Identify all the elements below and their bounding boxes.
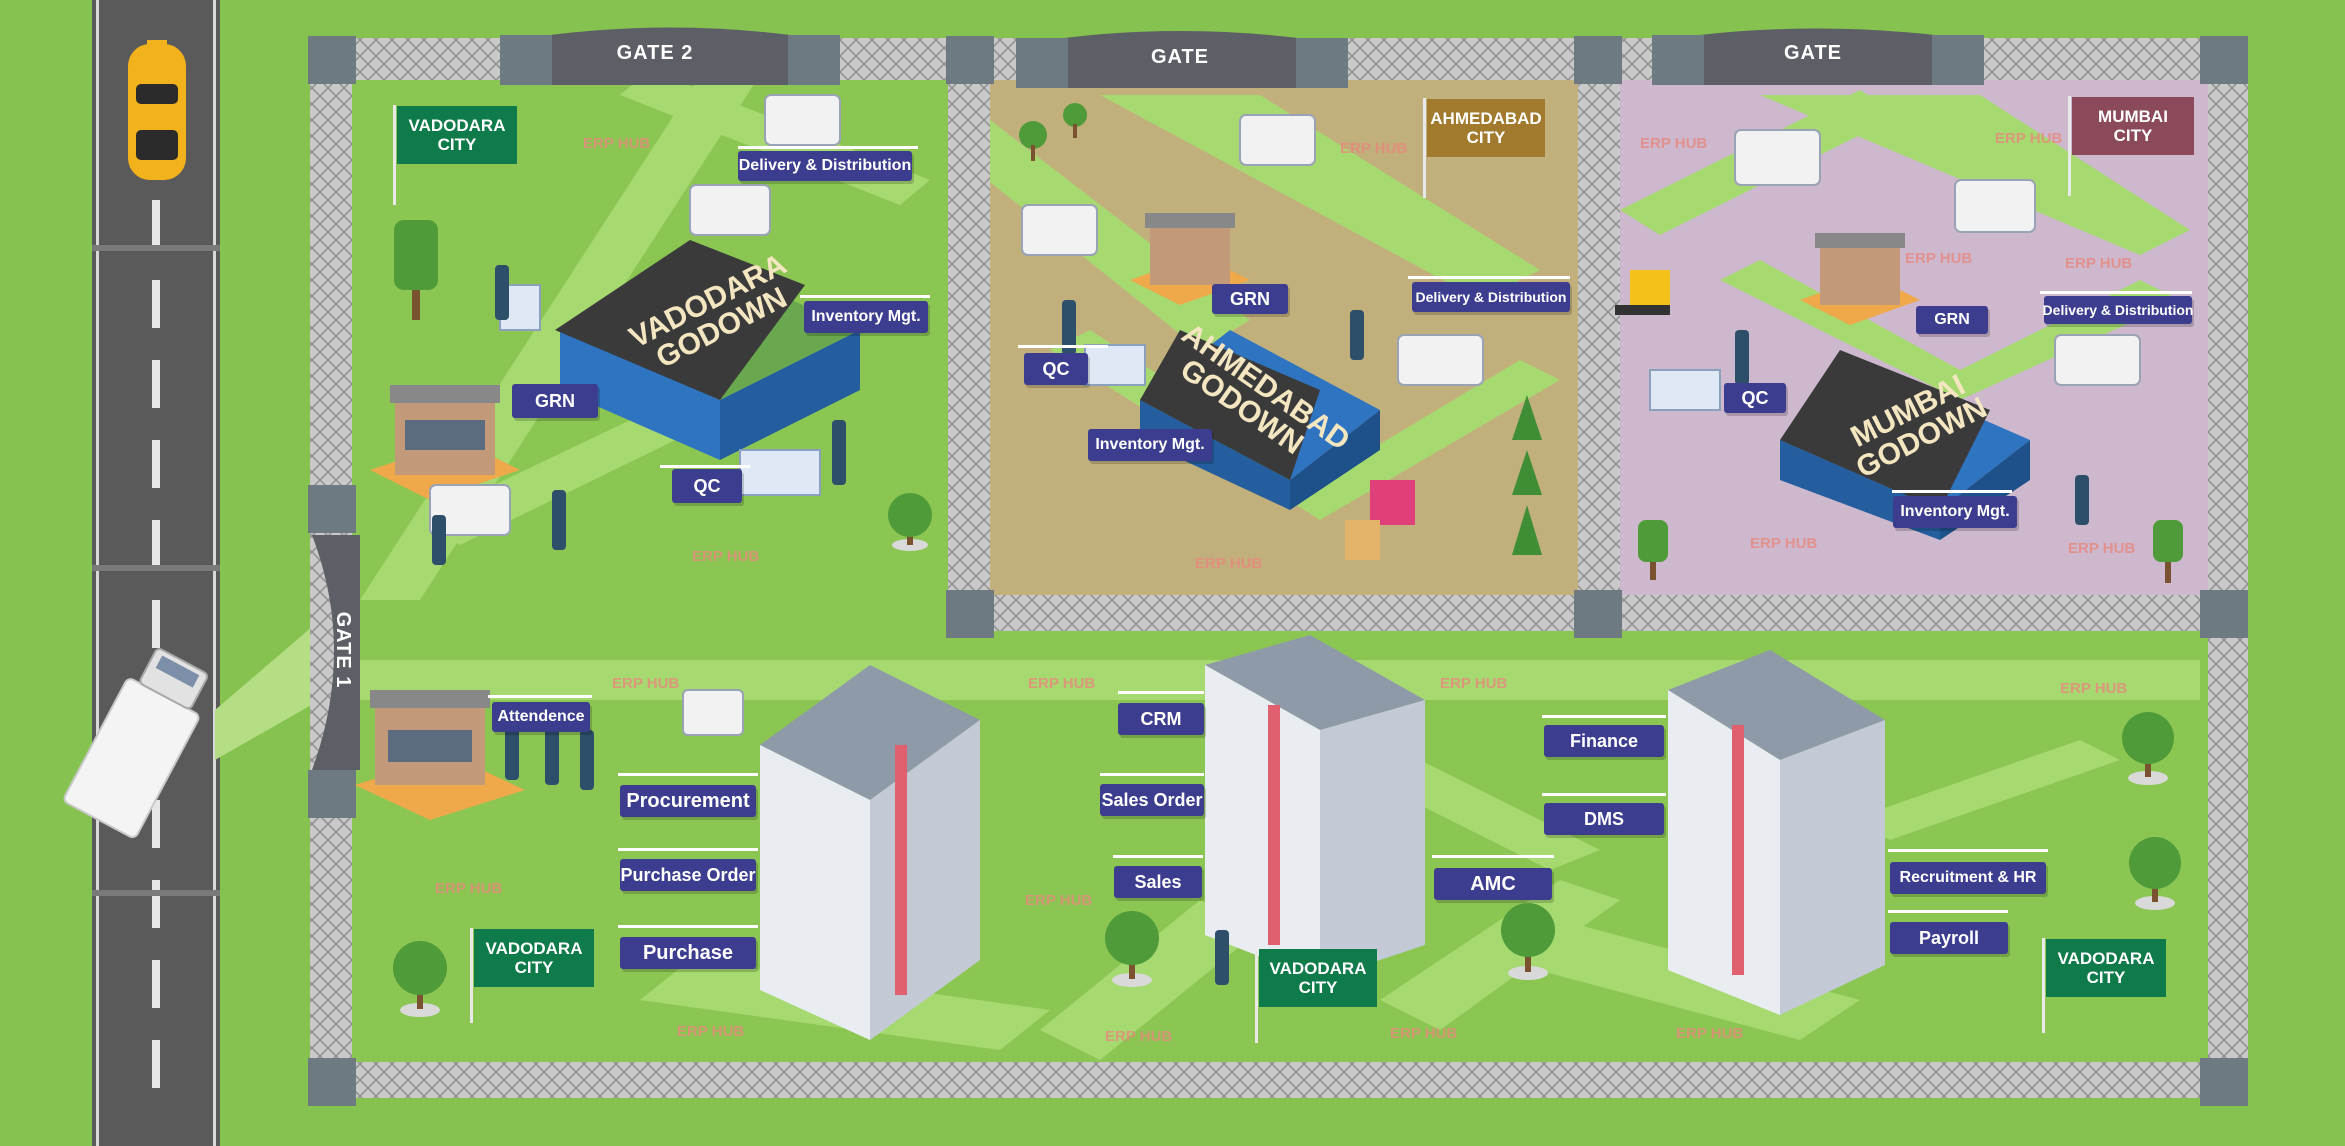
erp-hub-watermark: ERP HUB — [435, 880, 503, 897]
flagpole — [2042, 938, 2045, 1033]
erp-hub-watermark: ERP HUB — [677, 1023, 745, 1040]
erp-hub-watermark: ERP HUB — [1640, 135, 1708, 152]
qc-label[interactable]: QC — [1724, 383, 1786, 413]
office-tower-center — [1205, 635, 1425, 980]
flagpole — [2068, 96, 2071, 196]
inventory-mgt-label[interactable]: Inventory Mgt. — [804, 301, 928, 333]
grn-label[interactable]: GRN — [1212, 284, 1288, 314]
vadodara-godown-building — [555, 240, 860, 460]
label-rail — [1118, 691, 1204, 694]
sales-order-label[interactable]: Sales Order — [1100, 784, 1204, 816]
attendence-label[interactable]: Attendence — [492, 702, 590, 732]
fence-posts — [308, 36, 2248, 1106]
white-truck-icon — [63, 648, 208, 839]
sales-label[interactable]: Sales — [1114, 866, 1202, 898]
vadodara-city-flag: VADODARA CITY — [2046, 939, 2166, 997]
erp-hub-watermark: ERP HUB — [1025, 892, 1093, 909]
inventory-mgt-label[interactable]: Inventory Mgt. — [1088, 429, 1212, 461]
label-rail — [1542, 793, 1666, 796]
flagpole — [393, 105, 396, 205]
label-rail — [1542, 715, 1666, 718]
label-rail — [1432, 855, 1554, 858]
flagpole — [1423, 98, 1426, 198]
flagpole — [470, 928, 473, 1023]
label-rail — [660, 465, 750, 468]
erp-hub-watermark: ERP HUB — [1750, 535, 1818, 552]
erp-hub-watermark: ERP HUB — [1028, 675, 1096, 692]
erp-hub-watermark: ERP HUB — [2065, 255, 2133, 272]
label-rail — [618, 773, 758, 776]
erp-hub-watermark: ERP HUB — [1995, 130, 2063, 147]
procurement-label[interactable]: Procurement — [620, 785, 756, 817]
erp-hub-watermark: ERP HUB — [2060, 680, 2128, 697]
qc-label[interactable]: QC — [672, 469, 742, 503]
dms-label[interactable]: DMS — [1544, 803, 1664, 835]
erp-hub-watermark: ERP HUB — [1105, 1028, 1173, 1045]
label-rail — [1100, 773, 1204, 776]
mumbai-godown-building — [1780, 350, 2030, 540]
erp-hub-watermark: ERP HUB — [1340, 140, 1408, 157]
erp-hub-watermark: ERP HUB — [612, 675, 680, 692]
finance-label[interactable]: Finance — [1544, 725, 1664, 757]
delivery-distribution-label[interactable]: Delivery & Distribution — [738, 151, 912, 181]
label-rail — [800, 295, 930, 298]
amc-label[interactable]: AMC — [1434, 868, 1552, 900]
vadodara-city-flag: VADODARA CITY — [397, 106, 517, 164]
gate-mumbai-label: GATE — [1783, 41, 1843, 64]
recruitment-hr-label[interactable]: Recruitment & HR — [1890, 862, 2046, 894]
label-rail — [1408, 276, 1570, 279]
grn-label[interactable]: GRN — [512, 384, 598, 418]
ahmedabad-godown-building — [1140, 330, 1380, 510]
label-rail — [1113, 855, 1203, 858]
erp-hub-watermark: ERP HUB — [1440, 675, 1508, 692]
vadodara-city-flag: VADODARA CITY — [1259, 949, 1377, 1007]
delivery-van-icons — [429, 94, 2141, 736]
erp-hub-watermark: ERP HUB — [692, 548, 760, 565]
purchase-label[interactable]: Purchase — [620, 937, 756, 969]
label-rail — [1018, 345, 1108, 348]
office-tower-right — [1668, 650, 1885, 1015]
label-rail — [2040, 291, 2192, 294]
forklift-icons — [1345, 270, 1670, 560]
erp-hub-watermark: ERP HUB — [583, 135, 651, 152]
purchase-order-label[interactable]: Purchase Order — [620, 859, 756, 891]
gate-2-label: GATE 2 — [616, 41, 694, 64]
gate-arches — [312, 27, 1984, 770]
erp-hub-watermark: ERP HUB — [1390, 1025, 1458, 1042]
label-rail — [618, 848, 758, 851]
label-rail — [618, 925, 758, 928]
crm-label[interactable]: CRM — [1118, 703, 1204, 735]
delivery-distribution-label[interactable]: Delivery & Distribution — [2043, 296, 2193, 324]
label-rail — [738, 146, 918, 149]
highway — [92, 0, 220, 1146]
gate-1-label: GATE 1 — [332, 611, 355, 689]
vadodara-city-flag: VADODARA CITY — [474, 929, 594, 987]
label-rail — [1892, 490, 2012, 493]
qc-label[interactable]: QC — [1024, 353, 1088, 385]
erp-hub-watermark: ERP HUB — [2068, 540, 2136, 557]
label-rail — [1888, 910, 2008, 913]
trees — [393, 103, 2183, 1017]
flagpole — [1255, 948, 1258, 1043]
office-tower-left — [760, 665, 980, 1040]
gate-ahmedabad-label: GATE — [1150, 45, 1210, 68]
taxi-car-icon — [128, 40, 186, 180]
mumbai-city-flag: MUMBAI CITY — [2072, 97, 2194, 155]
inventory-mgt-label[interactable]: Inventory Mgt. — [1893, 496, 2017, 528]
worker-icons — [432, 265, 2089, 985]
erp-hub-watermark: ERP HUB — [1676, 1025, 1744, 1042]
erp-hub-watermark: ERP HUB — [1905, 250, 1973, 267]
delivery-distribution-label[interactable]: Delivery & Distribution — [1412, 282, 1570, 312]
payroll-label[interactable]: Payroll — [1890, 922, 2008, 954]
erp-hub-watermark: ERP HUB — [1195, 555, 1263, 572]
ahmedabad-city-flag: AHMEDABAD CITY — [1427, 99, 1545, 157]
label-rail — [488, 695, 592, 698]
gatehouse-icons — [355, 213, 1920, 820]
grn-label[interactable]: GRN — [1916, 306, 1988, 334]
label-rail — [1888, 849, 2048, 852]
